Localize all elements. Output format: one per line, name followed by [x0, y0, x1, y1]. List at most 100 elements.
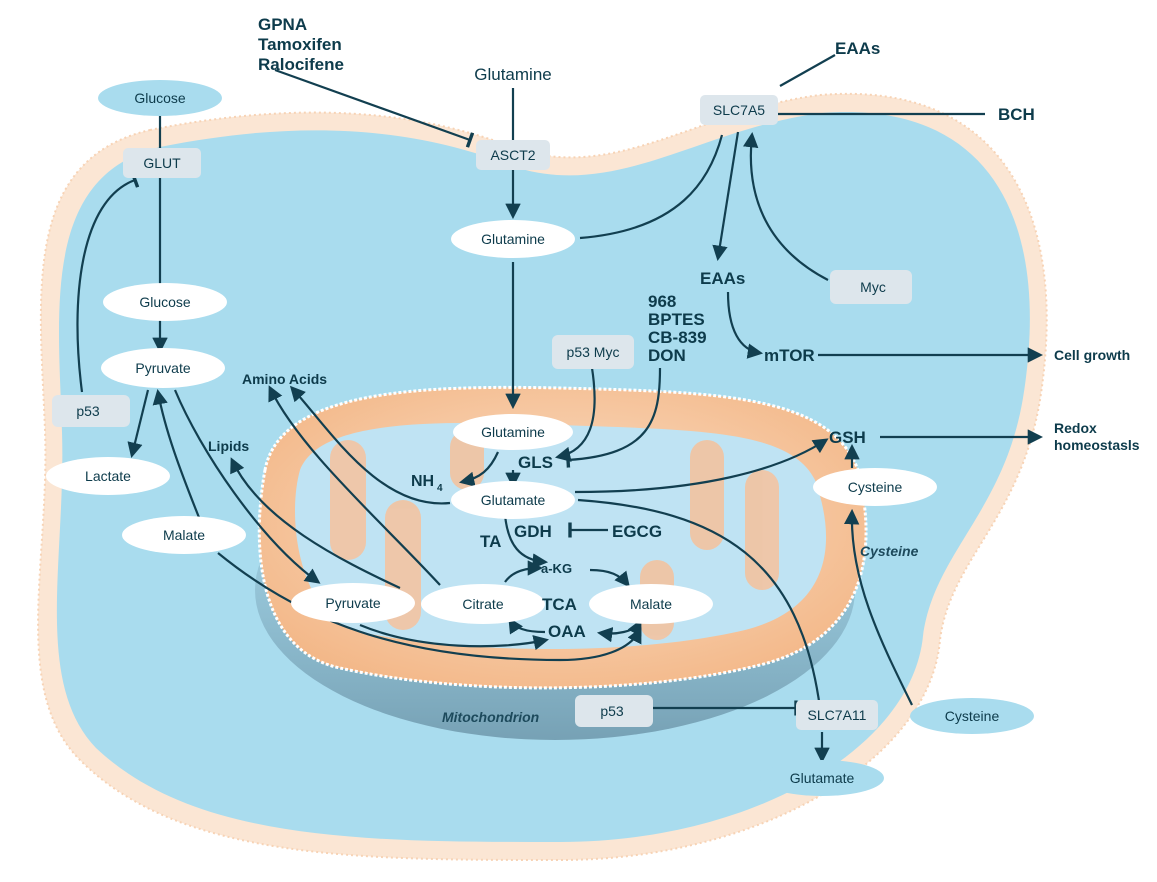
arrow-malate-cyt-to-malate-mito — [217, 552, 642, 662]
label-amino-acids: Amino Acids — [242, 371, 327, 387]
label-cysteine-italic: Cysteine — [860, 543, 919, 559]
label-lipids: Lipids — [208, 438, 249, 454]
asct2-label: ASCT2 — [490, 147, 535, 163]
node-p53-left — [52, 395, 130, 427]
label-bch: BCH — [998, 105, 1035, 124]
cysteine-cytosol-label: Cysteine — [848, 479, 903, 495]
arrow-citrate-to-akg — [504, 560, 544, 583]
label-mitochondrion: Mitochondrion — [442, 709, 539, 725]
label-gpna: GPNA — [258, 15, 307, 34]
arrow-slc7a5-to-eaas — [712, 131, 740, 262]
node-citrate — [421, 584, 545, 624]
arrow-glutamate-to-gsh — [574, 438, 829, 494]
cysteine-outside-label: Cysteine — [945, 708, 1000, 724]
label-egcg: EGCG — [612, 522, 662, 541]
node-lactate — [46, 457, 170, 495]
node-glutamate-outside — [760, 760, 884, 796]
label-cb839: CB-839 — [648, 328, 707, 347]
arrow-glutamine-to-slc7a5 — [579, 134, 724, 240]
arrow-glutamate-to-slc7a11 — [577, 498, 822, 709]
arrow-pyruvate-to-lactate — [127, 389, 150, 458]
malate-cytosol-label: Malate — [163, 527, 205, 543]
label-cell-growth: Cell growth — [1054, 347, 1130, 363]
inhibit-drugs-asct2 — [274, 68, 475, 148]
malate-mito-label: Malate — [630, 596, 672, 612]
label-nh4: NH — [411, 473, 434, 490]
label-ta: TA — [480, 532, 501, 551]
label-tamoxifen: Tamoxifen — [258, 35, 342, 54]
label-akg: a-KG — [541, 561, 572, 576]
arrow-glutamate-to-amino-acids — [289, 385, 451, 505]
node-pyruvate-cytosol — [101, 348, 225, 388]
label-gls: GLS — [518, 453, 553, 472]
arrow-oaa-to-citrate — [508, 617, 546, 635]
pathway-arrows — [76, 54, 1044, 764]
inhibit-p53-glut — [76, 172, 140, 393]
label-eaas-cytosol: EAAs — [700, 269, 745, 288]
label-gsh: GSH — [829, 428, 866, 447]
arrow-citrate-to-lipids — [230, 457, 401, 589]
label-ralocifene: Ralocifene — [258, 55, 344, 74]
label-oaa: OAA — [548, 622, 586, 641]
node-p53-myc — [552, 335, 634, 369]
p53-myc-label: p53 Myc — [567, 344, 620, 360]
label-homeostasis: homeostasls — [1054, 437, 1140, 453]
arrow-pyruvate-to-oaa — [359, 623, 550, 651]
node-malate-cytosol — [122, 516, 246, 554]
pyruvate-mito-label: Pyruvate — [325, 595, 380, 611]
node-malate-mito — [589, 584, 713, 624]
label-968: 968 — [648, 292, 676, 311]
node-slc7a11 — [796, 700, 878, 730]
myc-label: Myc — [860, 279, 886, 295]
glutamate-mito-label: Glutamate — [481, 492, 546, 508]
citrate-label: Citrate — [462, 596, 503, 612]
nodes: Glucose Glutamate Cysteine GLUT ASCT2 SL… — [46, 80, 1034, 796]
arrow-myc-to-slc7a5 — [743, 131, 829, 281]
node-p53-bottom — [575, 695, 653, 727]
arrow-eaas-to-mtor — [726, 291, 764, 359]
arrow-malate-to-pyruvate — [152, 388, 202, 521]
arrow-citrate-to-amino-acids — [268, 385, 441, 586]
arrow-slc7a5-eaas — [779, 54, 836, 87]
node-myc — [830, 270, 912, 304]
slc7a11-label: SLC7A11 — [808, 707, 867, 723]
glutamine-mito-label: Glutamine — [481, 424, 545, 440]
lactate-label: Lactate — [85, 468, 131, 484]
arrow-glutamine-to-nh4 — [458, 451, 500, 487]
label-mtor: mTOR — [764, 346, 815, 365]
arrow-malate-oaa — [596, 619, 642, 643]
text-labels: GPNA Tamoxifen Ralocifene Glutamine EAAs… — [208, 15, 1140, 725]
node-slc7a5 — [700, 95, 778, 125]
label-glutamine-outside: Glutamine — [474, 65, 551, 84]
label-tca: TCA — [542, 595, 577, 614]
node-glutamate-mito — [451, 481, 575, 519]
p53-left-label: p53 — [76, 403, 100, 419]
node-glucose-cytosol — [103, 283, 227, 321]
node-glutamine-mito — [453, 414, 573, 450]
arrow-akg-to-malate — [589, 568, 630, 588]
node-cysteine-cytosol — [813, 468, 937, 506]
glucose-outside-label: Glucose — [134, 90, 186, 106]
label-nh4-subscript: 4 — [437, 483, 443, 494]
node-pyruvate-mito — [291, 583, 415, 623]
glutamine-cytosol-label: Glutamine — [481, 231, 545, 247]
glut-label: GLUT — [143, 155, 181, 171]
label-eaas-outside: EAAs — [835, 39, 880, 58]
label-don: DON — [648, 346, 686, 365]
inhibit-drugs-gls — [565, 367, 662, 468]
node-glutamine-cytosol — [451, 220, 575, 258]
label-gdh: GDH — [514, 522, 552, 541]
label-redox: Redox — [1054, 420, 1097, 436]
node-asct2 — [476, 140, 550, 170]
arrow-p53myc-to-gls — [554, 367, 596, 462]
label-bptes: BPTES — [648, 310, 705, 329]
slc7a5-label: SLC7A5 — [713, 102, 765, 118]
arrow-pyruvate-into-mito — [173, 389, 321, 584]
arrow-cysteine-uptake — [843, 508, 913, 706]
glucose-cytosol-label: Glucose — [139, 294, 191, 310]
node-glucose-outside — [98, 80, 222, 116]
p53-bottom-label: p53 — [600, 703, 624, 719]
node-glut — [123, 148, 201, 178]
glutamate-outside-label: Glutamate — [790, 770, 855, 786]
